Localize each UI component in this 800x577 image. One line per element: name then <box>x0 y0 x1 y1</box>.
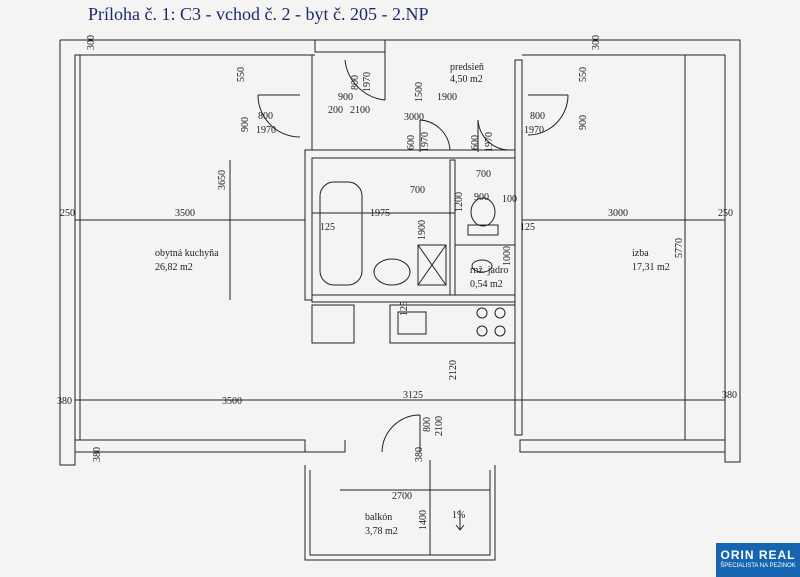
door-room <box>527 94 569 136</box>
dim-label: 600 <box>470 135 481 150</box>
dim-label: 250 <box>718 208 733 219</box>
room-name-izba: izba <box>632 248 649 259</box>
dim-label: 5770 <box>674 238 685 258</box>
dim-label: 380 <box>57 396 72 407</box>
dim-label: 1975 <box>370 208 390 219</box>
partition-core-bottom <box>311 294 516 303</box>
dim-label: 3000 <box>404 112 424 123</box>
room-name-predsien: predsieň <box>450 62 484 73</box>
toilet <box>470 197 496 227</box>
hob-burner <box>494 307 506 319</box>
dim-label: 125 <box>399 301 410 316</box>
balcony-outline <box>304 465 496 561</box>
dim-label: 380 <box>414 447 425 462</box>
dim-label: 250 <box>60 208 75 219</box>
dim-label: 900 <box>338 92 353 103</box>
dim-label: 3000 <box>608 208 628 219</box>
door-wc <box>477 119 511 152</box>
fridge <box>311 304 355 344</box>
dim-label: 3500 <box>222 396 242 407</box>
wall-bottom-right <box>519 439 726 453</box>
dim-label: 600 <box>406 135 417 150</box>
dim-label: 900 <box>474 192 489 203</box>
washbasin <box>373 258 411 286</box>
shower <box>417 244 447 286</box>
dim-label: 1970 <box>484 132 495 152</box>
room-name-balkon: balkón <box>365 512 392 523</box>
dim-label: 300 <box>591 35 602 50</box>
wall-right <box>385 39 741 463</box>
partition-right <box>514 59 523 436</box>
dim-label: 1900 <box>437 92 457 103</box>
dim-label: 900 <box>578 115 589 130</box>
hob-burner <box>476 325 488 337</box>
slope-arrow <box>455 510 465 531</box>
dim-label: 1970 <box>256 125 276 136</box>
dim-label: 300 <box>86 35 97 50</box>
dim-label: 1200 <box>454 192 465 212</box>
dim-label: 1970 <box>420 132 431 152</box>
dim-label: 100 <box>502 194 517 205</box>
room-area-kuchyna: 26,82 m2 <box>155 262 193 273</box>
logo-name: ORIN REAL <box>720 548 796 562</box>
door-bath <box>419 119 451 152</box>
door-kitchen <box>257 94 301 138</box>
room-area-balkon: 3,78 m2 <box>365 526 398 537</box>
plan-title: Príloha č. 1: C3 - vchod č. 2 - byt č. 2… <box>88 4 429 24</box>
partition-bath-wc <box>449 159 456 296</box>
dim-label: 1000 <box>502 246 513 266</box>
bathtub <box>319 181 363 286</box>
dim-label: 3125 <box>403 390 423 401</box>
small-sink <box>471 259 493 273</box>
dim-label: 3650 <box>217 170 228 190</box>
dim-label: 1500 <box>414 82 425 102</box>
hob-burner <box>476 307 488 319</box>
dim-label: 800 <box>422 417 433 432</box>
wall-top-left <box>60 39 386 53</box>
dim-label: 380 <box>722 390 737 401</box>
dim-label: 2120 <box>448 360 459 380</box>
dim-label: 2100 <box>350 105 370 116</box>
dim-label: 700 <box>476 169 491 180</box>
slope-label: 1% <box>452 510 465 521</box>
room-name-jadro: rnž. jadro <box>470 265 508 276</box>
door-balcony <box>381 414 421 453</box>
dim-label: 900 <box>240 117 251 132</box>
dim-label: 200 <box>328 105 343 116</box>
dim-label: 380 <box>92 447 103 462</box>
room-area-predsien: 4,50 m2 <box>450 74 483 85</box>
kitchen-sink <box>397 311 427 335</box>
hob-burner <box>494 325 506 337</box>
wall-bottom-mid <box>304 440 346 453</box>
dim-label: 550 <box>236 67 247 82</box>
dim-label: 1900 <box>417 220 428 240</box>
dim-label: 125 <box>520 222 535 233</box>
logo-tagline: ŠPECIALISTA NA PEZINOK <box>720 563 796 569</box>
room-name-kuchyna: obytná kuchyňa <box>155 248 219 259</box>
dim-label: 700 <box>410 185 425 196</box>
door-entrance <box>344 45 386 101</box>
dim-label: 1400 <box>418 510 429 530</box>
dim-label: 125 <box>320 222 335 233</box>
company-logo: ORIN REAL ŠPECIALISTA NA PEZINOK <box>716 543 800 577</box>
dim-label: 2100 <box>434 416 445 436</box>
dim-label: 800 <box>258 111 273 122</box>
room-area-izba: 17,31 m2 <box>632 262 670 273</box>
wall-bottom-left <box>74 439 306 453</box>
dim-label: 2700 <box>392 491 412 502</box>
kitchen-counter <box>389 304 516 344</box>
room-area-jadro: 0,54 m2 <box>470 279 503 290</box>
dim-label: 1970 <box>524 125 544 136</box>
wall-left <box>59 40 315 466</box>
dim-label: 1970 <box>362 72 373 92</box>
wall-inner-left <box>74 54 81 441</box>
dim-label: 3500 <box>175 208 195 219</box>
dim-label: 550 <box>578 67 589 82</box>
dim-label: 800 <box>530 111 545 122</box>
dim-label: 800 <box>350 75 361 90</box>
